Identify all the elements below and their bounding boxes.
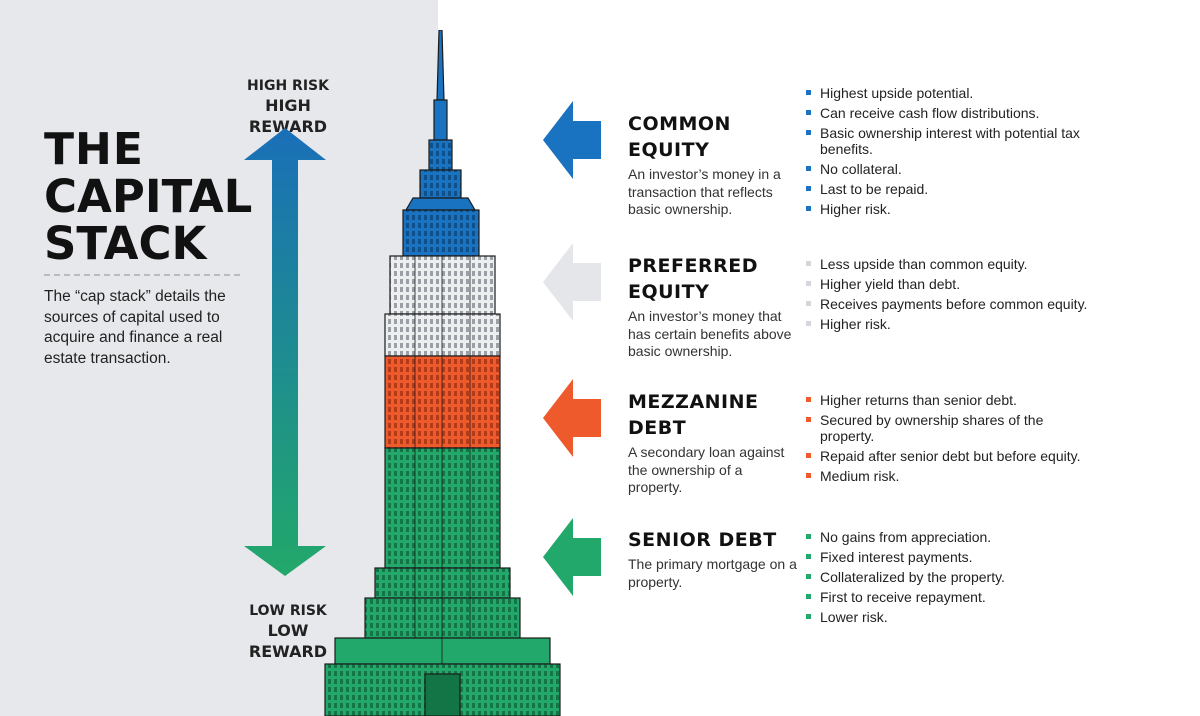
senior-debt-arrow-icon xyxy=(543,518,601,596)
senior-debt-bullets: No gains from appreciation. Fixed interes… xyxy=(806,529,1096,629)
bullet-item: Fixed interest payments. xyxy=(806,549,1096,565)
bullet-text: Higher returns than senior debt. xyxy=(820,392,1017,408)
bullet-item: No collateral. xyxy=(806,161,1096,177)
preferred-equity-title: PREFERRED EQUITY xyxy=(628,253,758,305)
preferred-equity-title-line-1: PREFERRED xyxy=(628,255,759,277)
bullet-item: Lower risk. xyxy=(806,609,1096,625)
bullet-text: Higher risk. xyxy=(820,201,891,217)
bullet-square-icon xyxy=(806,574,811,579)
title-line-2: CAPITAL xyxy=(44,170,253,223)
high-risk-text: HIGH RISK xyxy=(247,78,329,94)
intro-description: The “cap stack” details the sources of c… xyxy=(44,288,226,367)
preferred-equity-title-line-2: EQUITY xyxy=(628,281,710,303)
bullet-item: Collateralized by the property. xyxy=(806,569,1096,585)
left-panel xyxy=(0,0,438,716)
bullet-square-icon xyxy=(806,130,811,135)
bullet-item: Basic ownership interest with potential … xyxy=(806,125,1096,157)
high-risk-label: HIGH RISK HIGH REWARD xyxy=(226,78,350,137)
bullet-text: Fixed interest payments. xyxy=(820,549,973,565)
bullet-item: Medium risk. xyxy=(806,468,1096,484)
mezzanine-debt-bullets: Higher returns than senior debt. Secured … xyxy=(806,392,1096,488)
mezzanine-debt-title-line-1: MEZZANINE xyxy=(628,391,759,413)
bullet-square-icon xyxy=(806,453,811,458)
bullet-text: No gains from appreciation. xyxy=(820,529,992,545)
bullet-square-icon xyxy=(806,594,811,599)
bullet-square-icon xyxy=(806,281,811,286)
bullet-square-icon xyxy=(806,186,811,191)
bullet-item: Less upside than common equity. xyxy=(806,256,1096,272)
bullet-text: Basic ownership interest with potential … xyxy=(820,125,1080,157)
common-equity-title-line-2: EQUITY xyxy=(628,139,710,161)
bullet-text: Repaid after senior debt but before equi… xyxy=(820,448,1081,464)
low-risk-text: LOW RISK xyxy=(249,603,327,619)
mezzanine-debt-arrow-icon xyxy=(543,379,601,457)
bullet-square-icon xyxy=(806,206,811,211)
bullet-item: Higher risk. xyxy=(806,201,1096,217)
bullet-square-icon xyxy=(806,90,811,95)
low-reward-text: LOW REWARD xyxy=(248,621,328,661)
common-equity-bullets: Highest upside potential. Can receive cas… xyxy=(806,85,1096,221)
bullet-text: No collateral. xyxy=(820,161,902,177)
low-risk-label: LOW RISK LOW REWARD xyxy=(226,603,350,662)
mezzanine-debt-title-line-2: DEBT xyxy=(628,417,687,439)
bullet-item: No gains from appreciation. xyxy=(806,529,1096,545)
bullet-square-icon xyxy=(806,301,811,306)
bullet-square-icon xyxy=(806,397,811,402)
common-equity-title-line-1: COMMON xyxy=(628,113,731,135)
title-divider xyxy=(44,274,240,276)
senior-debt-title-line-1: SENIOR DEBT xyxy=(628,529,777,551)
bullet-text: First to receive repayment. xyxy=(820,589,986,605)
high-reward-text: HIGH REWARD xyxy=(248,96,328,136)
mezzanine-debt-title: MEZZANINE DEBT xyxy=(628,389,759,441)
bullet-square-icon xyxy=(806,473,811,478)
common-equity-title: COMMON EQUITY xyxy=(628,111,731,163)
bullet-item: Repaid after senior debt but before equi… xyxy=(806,448,1096,464)
common-equity-description: An investor’s money in a transaction tha… xyxy=(628,166,781,217)
bullet-item: Can receive cash flow distributions. xyxy=(806,105,1096,121)
title-line-3: STACK xyxy=(44,217,207,270)
bullet-item: Highest upside potential. xyxy=(806,85,1096,101)
senior-debt-title: SENIOR DEBT xyxy=(628,527,777,553)
preferred-equity-bullets: Less upside than common equity. Higher yi… xyxy=(806,256,1096,336)
bullet-text: Last to be repaid. xyxy=(820,181,929,197)
bullet-text: Secured by ownership shares of the prope… xyxy=(820,412,1044,444)
page-title: THE CAPITAL STACK xyxy=(44,126,252,267)
common-equity-arrow-icon xyxy=(543,101,601,179)
preferred-equity-arrow-icon xyxy=(543,243,601,321)
bullet-square-icon xyxy=(806,166,811,171)
bullet-text: Higher yield than debt. xyxy=(820,276,961,292)
bullet-item: First to receive repayment. xyxy=(806,589,1096,605)
bullet-text: Receives payments before common equity. xyxy=(820,296,1088,312)
bullet-text: Medium risk. xyxy=(820,468,900,484)
bullet-text: Collateralized by the property. xyxy=(820,569,1005,585)
bullet-square-icon xyxy=(806,110,811,115)
bullet-square-icon xyxy=(806,321,811,326)
bullet-square-icon xyxy=(806,614,811,619)
bullet-text: Less upside than common equity. xyxy=(820,256,1028,272)
bullet-text: Higher risk. xyxy=(820,316,891,332)
bullet-item: Receives payments before common equity. xyxy=(806,296,1096,312)
bullet-square-icon xyxy=(806,554,811,559)
bullet-item: Higher returns than senior debt. xyxy=(806,392,1096,408)
preferred-equity-description: An investor’s money that has certain ben… xyxy=(628,308,792,359)
senior-debt-description: The primary mortgage on a property. xyxy=(628,556,797,590)
bullet-item: Higher yield than debt. xyxy=(806,276,1096,292)
bullet-item: Last to be repaid. xyxy=(806,181,1096,197)
bullet-text: Lower risk. xyxy=(820,609,888,625)
building-illustration xyxy=(324,30,561,716)
title-line-1: THE xyxy=(44,124,144,175)
risk-double-arrow-icon xyxy=(244,128,326,576)
bullet-item: Secured by ownership shares of the prope… xyxy=(806,412,1096,444)
bullet-item: Higher risk. xyxy=(806,316,1096,332)
bullet-square-icon xyxy=(806,417,811,422)
bullet-square-icon xyxy=(806,261,811,266)
bullet-text: Highest upside potential. xyxy=(820,85,974,101)
bullet-square-icon xyxy=(806,534,811,539)
bullet-text: Can receive cash flow distributions. xyxy=(820,105,1040,121)
mezzanine-debt-description: A secondary loan against the ownership o… xyxy=(628,444,785,495)
